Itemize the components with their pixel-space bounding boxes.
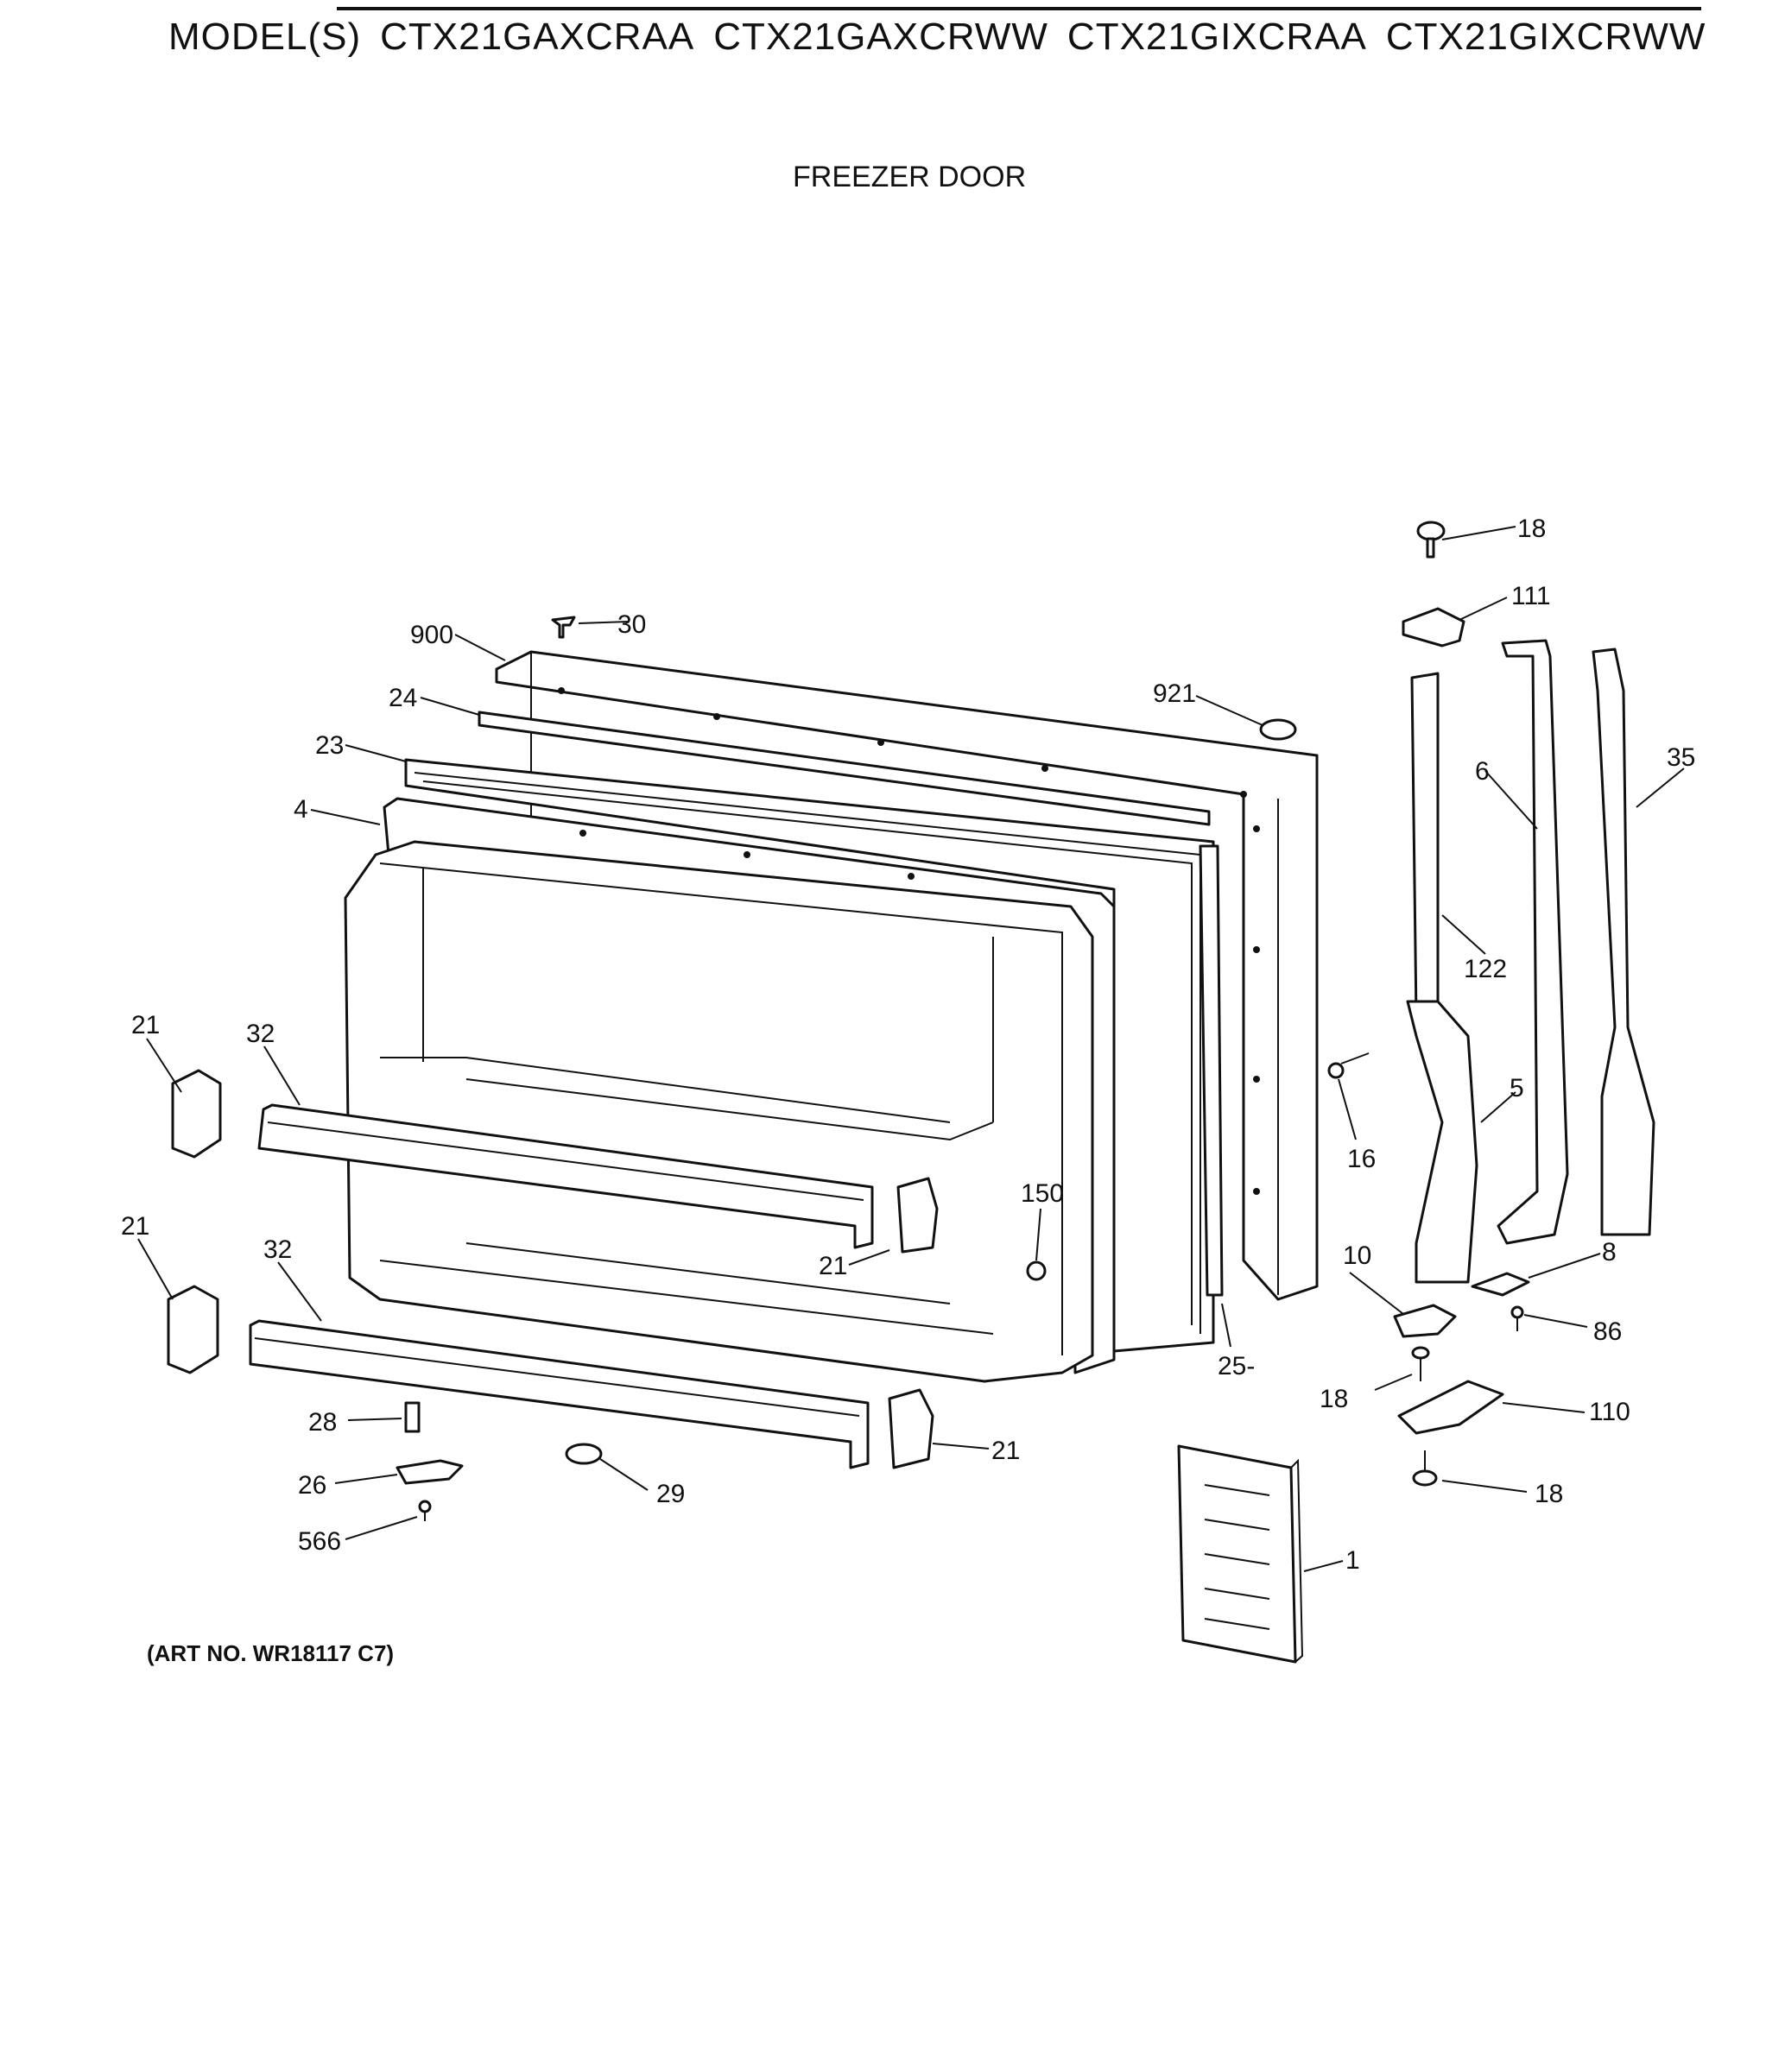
callout-5: 5 (1510, 1074, 1524, 1102)
bottom-hinge (1397, 1380, 1504, 1435)
callout-21: 21 (819, 1252, 847, 1280)
section-title: FREEZER DOOR (793, 161, 1027, 193)
model-prefix: MODEL(S) (168, 16, 362, 58)
callout-29: 29 (656, 1480, 685, 1508)
callout-921: 921 (1153, 679, 1196, 708)
door-bin-shell (344, 840, 1094, 1383)
callout-900: 900 (410, 621, 453, 649)
hinge-bracket (1393, 1304, 1457, 1338)
callout-26: 26 (298, 1471, 326, 1500)
callout-32: 32 (246, 1020, 275, 1048)
handle-end-cap (1406, 1000, 1478, 1284)
model-number: CTX21GAXCRWW (713, 16, 1048, 58)
door-seal-strip (1199, 844, 1224, 1297)
shelf-end-cap (171, 1069, 222, 1159)
shelf-end-cap (888, 1388, 934, 1469)
model-number: CTX21GAXCRAA (380, 16, 695, 58)
callout-10: 10 (1343, 1241, 1371, 1270)
callout-122: 122 (1464, 955, 1507, 983)
screw (1510, 1305, 1524, 1331)
callout-28: 28 (308, 1408, 337, 1437)
shim (1471, 1272, 1530, 1297)
door-strip (478, 711, 1211, 826)
model-list-header: MODEL(S) CTX21GAXCRAA CTX21GAXCRWW CTX21GIX… (168, 16, 1725, 59)
callout-86: 86 (1593, 1317, 1622, 1346)
callout-566: 566 (298, 1527, 341, 1556)
door-plug (565, 1443, 603, 1465)
screw (1327, 1052, 1370, 1079)
door-shelf-bar (257, 1103, 874, 1249)
screw (1026, 1260, 1047, 1281)
callout-35: 35 (1667, 743, 1695, 772)
screw (1412, 1450, 1438, 1487)
door-channel (1410, 672, 1440, 1020)
callout-24: 24 (389, 684, 417, 712)
door-handle (1592, 648, 1655, 1236)
stop-bracket (396, 1459, 464, 1485)
handle-bracket (1497, 639, 1569, 1245)
callout-21: 21 (131, 1011, 160, 1039)
model-number: CTX21GIXCRAA (1067, 16, 1367, 58)
leader-lines (137, 526, 1685, 1572)
screw (551, 616, 576, 639)
model-number: CTX21GIXCRWW (1385, 16, 1706, 58)
shelf-end-cap (896, 1177, 939, 1254)
callout-32: 32 (263, 1235, 292, 1264)
callout-23: 23 (315, 731, 344, 760)
callout-110: 110 (1589, 1398, 1630, 1426)
callout-18: 18 (1320, 1385, 1348, 1413)
shelf-end-cap (167, 1285, 219, 1374)
screw (418, 1500, 432, 1521)
callout-6: 6 (1475, 757, 1490, 786)
stud (404, 1401, 421, 1433)
callout-8: 8 (1602, 1238, 1617, 1267)
plug-button (1259, 718, 1297, 741)
callout-150: 150 (1021, 1179, 1064, 1208)
callout-21: 21 (121, 1212, 149, 1241)
callout-25: 25- (1218, 1352, 1255, 1380)
art-number: (ART NO. WR18117 C7) (147, 1640, 395, 1666)
callout-18: 18 (1535, 1480, 1563, 1508)
door-shelf-bar (249, 1319, 870, 1469)
callout-18: 18 (1517, 515, 1546, 543)
callout-16: 16 (1347, 1145, 1376, 1173)
top-rule (337, 7, 1701, 10)
screw (1411, 1346, 1430, 1381)
callout-21: 21 (991, 1437, 1020, 1465)
hinge-cap (1402, 607, 1465, 648)
callout-111: 111 (1511, 582, 1551, 610)
owner-manual (1177, 1444, 1304, 1664)
callout-30: 30 (617, 610, 646, 639)
screw (1416, 521, 1446, 559)
callout-1: 1 (1345, 1546, 1360, 1575)
callout-4: 4 (294, 795, 308, 824)
